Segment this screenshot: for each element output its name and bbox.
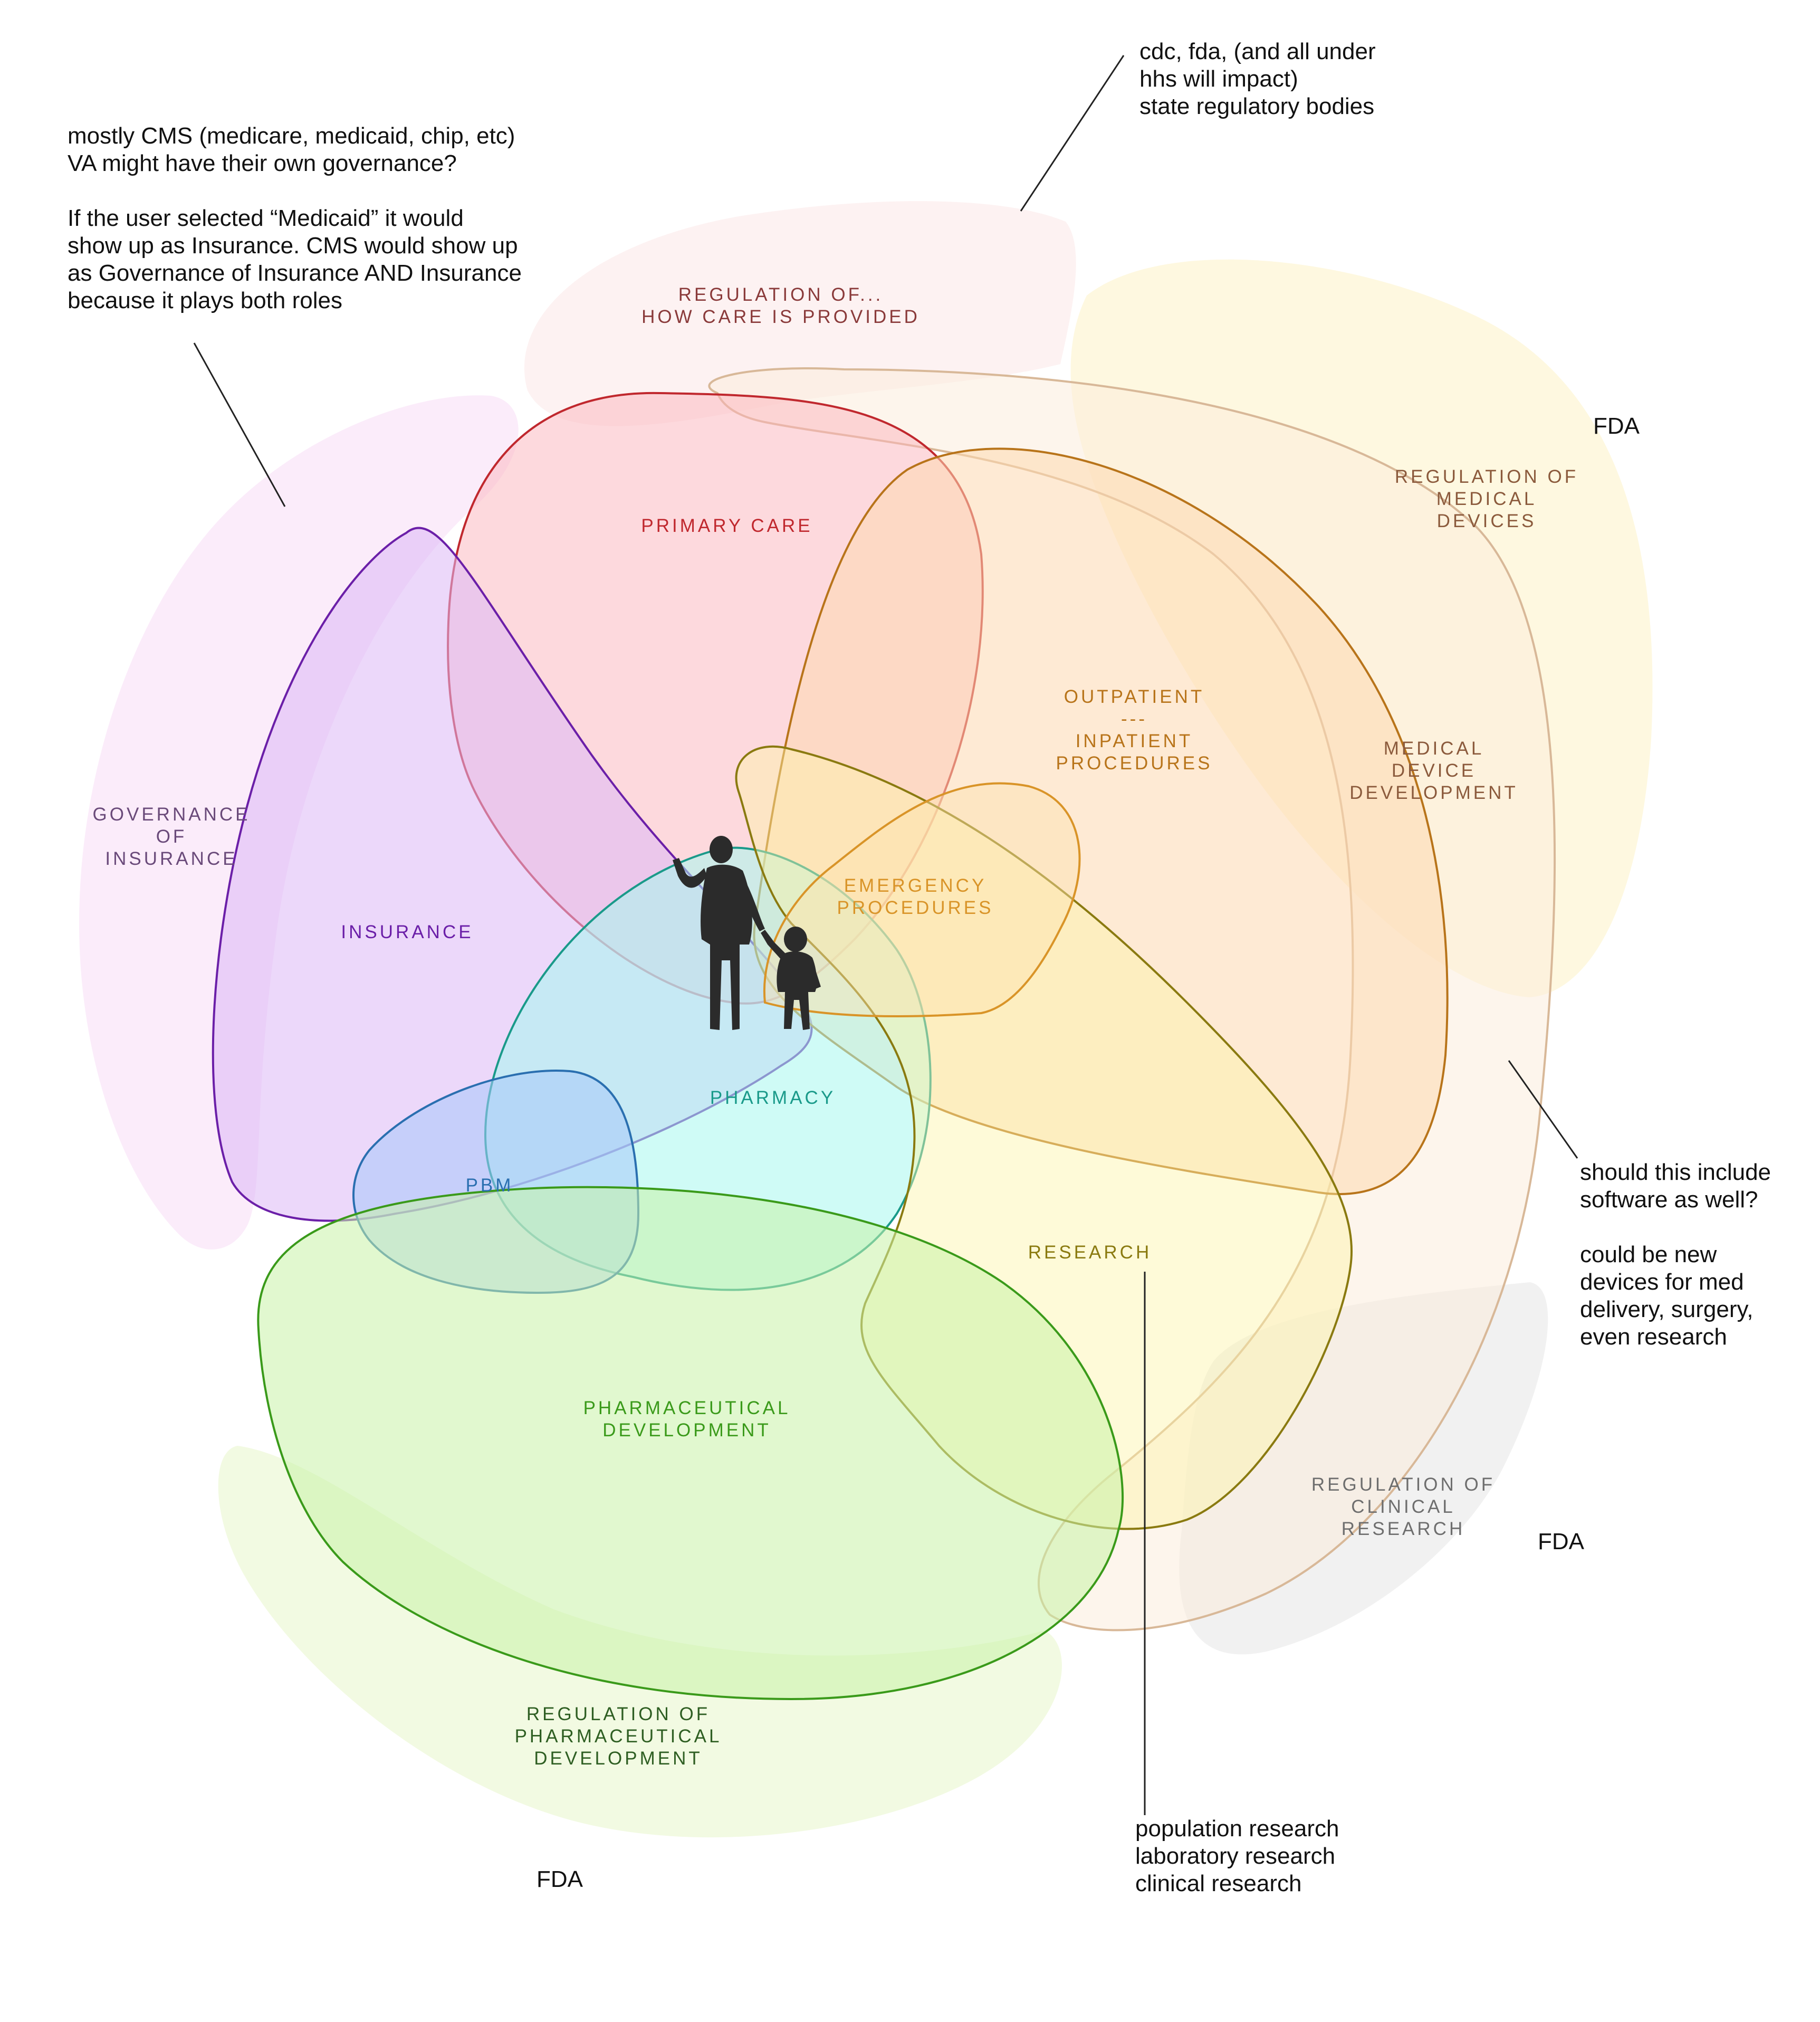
region-label-line: DEVELOPMENT (534, 1748, 703, 1769)
pharmacy-label: PHARMACY (710, 1088, 836, 1108)
region-label-line: OF (156, 826, 187, 847)
region-label-line: PROCEDURES (837, 898, 994, 918)
note-line: even research (1580, 1324, 1727, 1350)
region-label-line: DEVELOPMENT (602, 1420, 771, 1441)
region-label-line: GOVERNANCE (93, 804, 251, 825)
note-line: software as well? (1580, 1187, 1758, 1213)
note-line: FDA (1538, 1529, 1585, 1554)
region-label-line: RESEARCH (1028, 1242, 1152, 1263)
region-label-line: OUTPATIENT (1064, 686, 1204, 707)
region-label-line: INPATIENT (1076, 731, 1193, 751)
region-label-line: DEVICES (1437, 511, 1537, 531)
region-label-line: EMERGENCY (844, 875, 987, 896)
region-label-line: --- (1121, 709, 1147, 729)
region-label-line: PRIMARY CARE (641, 516, 812, 536)
note-top-left: mostly CMS (medicare, medicaid, chip, et… (68, 123, 522, 313)
leader-line-insurance-note (193, 342, 286, 507)
note-line: should this include (1580, 1159, 1771, 1185)
region-label-line: MEDICAL (1436, 489, 1537, 509)
region-label-line: REGULATION OF... (678, 284, 884, 305)
region-label-line: PHARMACEUTICAL (583, 1398, 791, 1418)
note-line: could be new (1580, 1242, 1717, 1267)
region-label-line: PBM (466, 1175, 514, 1196)
note-line: clinical research (1135, 1871, 1301, 1896)
region-labels: REGULATION OF...HOW CARE IS PROVIDED PRIM… (93, 284, 1578, 1769)
note-line: show up as Insurance. CMS would show up (68, 233, 518, 259)
region-label-line: REGULATION OF (526, 1704, 710, 1724)
region-label-line: CLINICAL (1351, 1496, 1455, 1517)
note-line: mostly CMS (medicare, medicaid, chip, et… (68, 123, 515, 149)
note-line: state regulatory bodies (1139, 93, 1374, 119)
note-line: FDA (1593, 413, 1640, 439)
region-label-line: DEVICE (1392, 760, 1476, 781)
note-fda-devices: FDA (1593, 413, 1640, 439)
region-label-line: RESEARCH (1342, 1519, 1465, 1539)
regulation-care-blob (524, 201, 1076, 426)
note-fda-pharma: FDA (537, 1866, 583, 1892)
primary-care-label: PRIMARY CARE (641, 516, 812, 536)
region-label-line: REGULATION OF (1395, 466, 1578, 487)
pbm-label: PBM (466, 1175, 514, 1196)
region-label-line: DEVELOPMENT (1349, 783, 1518, 803)
region-label-line: PHARMACEUTICAL (515, 1726, 722, 1747)
note-line: devices for med (1580, 1269, 1744, 1295)
region-label-line: REGULATION OF (1311, 1474, 1495, 1495)
note-fda-clinical: FDA (1538, 1529, 1585, 1554)
note-line: FDA (537, 1866, 583, 1892)
note-line: because it plays both roles (68, 288, 342, 313)
leader-line-regulation-note (1020, 55, 1125, 212)
emergency-region (763, 782, 1081, 1017)
region-label-line: PROCEDURES (1056, 753, 1213, 774)
leader-line-devices-note (1508, 1060, 1578, 1159)
note-line: laboratory research (1135, 1843, 1335, 1869)
note-line: VA might have their own governance? (68, 150, 457, 176)
note-line: delivery, surgery, (1580, 1296, 1753, 1322)
note-line: hhs will impact) (1139, 66, 1298, 92)
outpatient-region (753, 447, 1449, 1195)
insurance-label: INSURANCE (341, 922, 473, 942)
note-line: as Governance of Insurance AND Insurance (68, 260, 522, 286)
note-line: cdc, fda, (and all under (1139, 39, 1376, 64)
regulation-care-label: REGULATION OF...HOW CARE IS PROVIDED (641, 284, 920, 327)
note-line: population research (1135, 1816, 1339, 1842)
region-label-line: INSURANCE (341, 922, 473, 942)
annotation-notes: mostly CMS (medicare, medicaid, chip, et… (68, 39, 1771, 1896)
adult-and-child-silhouette-icon (673, 836, 821, 1030)
pharma-dev-region (257, 1186, 1124, 1701)
region-label-line: PHARMACY (710, 1088, 836, 1108)
note-line: If the user selected “Medicaid” it would (68, 205, 464, 231)
region-label-line: INSURANCE (105, 848, 237, 869)
research-label: RESEARCH (1028, 1242, 1152, 1263)
region-label-line: HOW CARE IS PROVIDED (641, 307, 920, 327)
region-label-line: MEDICAL (1384, 738, 1484, 759)
